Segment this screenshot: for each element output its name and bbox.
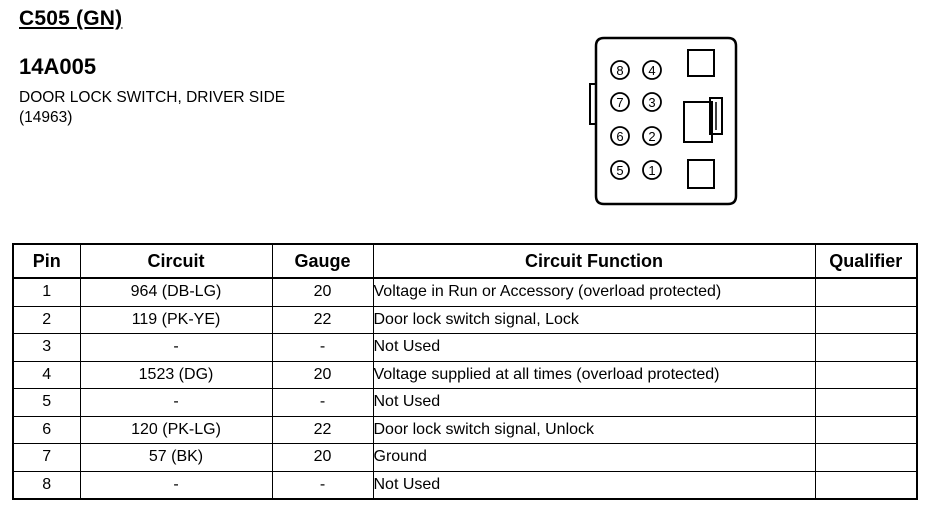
- pin-8-label: 8: [616, 63, 623, 78]
- qualifier-cell: [814, 333, 918, 362]
- table-row: 6 120 (PK-LG) 22 Door lock switch signal…: [12, 415, 918, 444]
- qualifier-cell: [814, 277, 918, 307]
- gauge-cell: -: [271, 388, 374, 417]
- circuit-cell: 1523 (DG): [79, 360, 273, 389]
- circuit-cell: 57 (BK): [79, 443, 273, 472]
- pin-cell: 4: [12, 360, 81, 389]
- part-number: 14A005: [19, 54, 97, 79]
- connector-housing-outline: [594, 36, 738, 206]
- gauge-cell: 20: [271, 360, 374, 389]
- pin-cell: 6: [12, 415, 81, 444]
- pinout-table: Pin Circuit Gauge Circuit Function Quali…: [12, 243, 918, 500]
- gauge-cell: 22: [271, 415, 374, 444]
- connector-face-diagram: 8 4 7 3 6 2 5 1: [589, 36, 738, 206]
- header-pin: Pin: [12, 243, 81, 279]
- circuit-cell: -: [79, 388, 273, 417]
- pin-4-marker: 4: [642, 60, 662, 80]
- circuit-cell: 120 (PK-LG): [79, 415, 273, 444]
- header-circuit: Circuit: [79, 243, 273, 279]
- latch-block-top: [687, 49, 715, 77]
- circuit-cell: -: [79, 333, 273, 362]
- pin-cell: 5: [12, 388, 81, 417]
- pin-1-label: 1: [648, 163, 655, 178]
- circuit-cell: 119 (PK-YE): [79, 305, 273, 334]
- function-cell: Not Used: [372, 470, 816, 500]
- qualifier-cell: [814, 470, 918, 500]
- description-line-1: DOOR LOCK SWITCH, DRIVER SIDE: [19, 89, 286, 106]
- pin-cell: 8: [12, 470, 81, 500]
- gauge-cell: 20: [271, 277, 374, 307]
- pin-1-marker: 1: [642, 160, 662, 180]
- pin-cell: 1: [12, 277, 81, 307]
- table-row: 4 1523 (DG) 20 Voltage supplied at all t…: [12, 360, 918, 389]
- function-cell: Not Used: [372, 333, 816, 362]
- pin-8-marker: 8: [610, 60, 630, 80]
- function-cell: Door lock switch signal, Lock: [372, 305, 816, 334]
- table-row: 5 - - Not Used: [12, 388, 918, 417]
- qualifier-cell: [814, 388, 918, 417]
- pin-cell: 2: [12, 305, 81, 334]
- pin-cell: 3: [12, 333, 81, 362]
- component-description: DOOR LOCK SWITCH, DRIVER SIDE (14963): [19, 88, 285, 128]
- header-gauge: Gauge: [271, 243, 374, 279]
- header-qualifier: Qualifier: [814, 243, 918, 279]
- pin-4-label: 4: [648, 63, 655, 78]
- function-cell: Not Used: [372, 388, 816, 417]
- circuit-cell: 964 (DB-LG): [79, 277, 273, 307]
- pin-6-marker: 6: [610, 126, 630, 146]
- function-cell: Voltage supplied at all times (overload …: [372, 360, 816, 389]
- function-cell: Door lock switch signal, Unlock: [372, 415, 816, 444]
- qualifier-cell: [814, 305, 918, 334]
- table-row: 8 - - Not Used: [12, 470, 918, 500]
- pin-cell: 7: [12, 443, 81, 472]
- table-row: 1 964 (DB-LG) 20 Voltage in Run or Acces…: [12, 277, 918, 307]
- table-row: 7 57 (BK) 20 Ground: [12, 443, 918, 472]
- table-row: 3 - - Not Used: [12, 333, 918, 362]
- qualifier-cell: [814, 443, 918, 472]
- gauge-cell: 20: [271, 443, 374, 472]
- housing-left-notch: [589, 83, 596, 125]
- latch-block-upper-mid: [683, 101, 713, 143]
- gauge-cell: 22: [271, 305, 374, 334]
- pin-2-label: 2: [648, 129, 655, 144]
- pin-5-label: 5: [616, 163, 623, 178]
- table-header-row: Pin Circuit Gauge Circuit Function Quali…: [12, 243, 918, 279]
- function-cell: Voltage in Run or Accessory (overload pr…: [372, 277, 816, 307]
- description-line-2: (14963): [19, 109, 73, 126]
- connector-id-title: C505 (GN): [19, 7, 123, 30]
- pin-3-marker: 3: [642, 92, 662, 112]
- pin-3-label: 3: [648, 95, 655, 110]
- pin-7-marker: 7: [610, 92, 630, 112]
- pin-7-label: 7: [616, 95, 623, 110]
- pin-2-marker: 2: [642, 126, 662, 146]
- pin-6-label: 6: [616, 129, 623, 144]
- header-circuit-function: Circuit Function: [372, 243, 816, 279]
- qualifier-cell: [814, 360, 918, 389]
- gauge-cell: -: [271, 333, 374, 362]
- table-row: 2 119 (PK-YE) 22 Door lock switch signal…: [12, 305, 918, 334]
- latch-block-bottom: [687, 159, 715, 189]
- function-cell: Ground: [372, 443, 816, 472]
- circuit-cell: -: [79, 470, 273, 500]
- latch-tab: [709, 97, 723, 135]
- qualifier-cell: [814, 415, 918, 444]
- pin-5-marker: 5: [610, 160, 630, 180]
- gauge-cell: -: [271, 470, 374, 500]
